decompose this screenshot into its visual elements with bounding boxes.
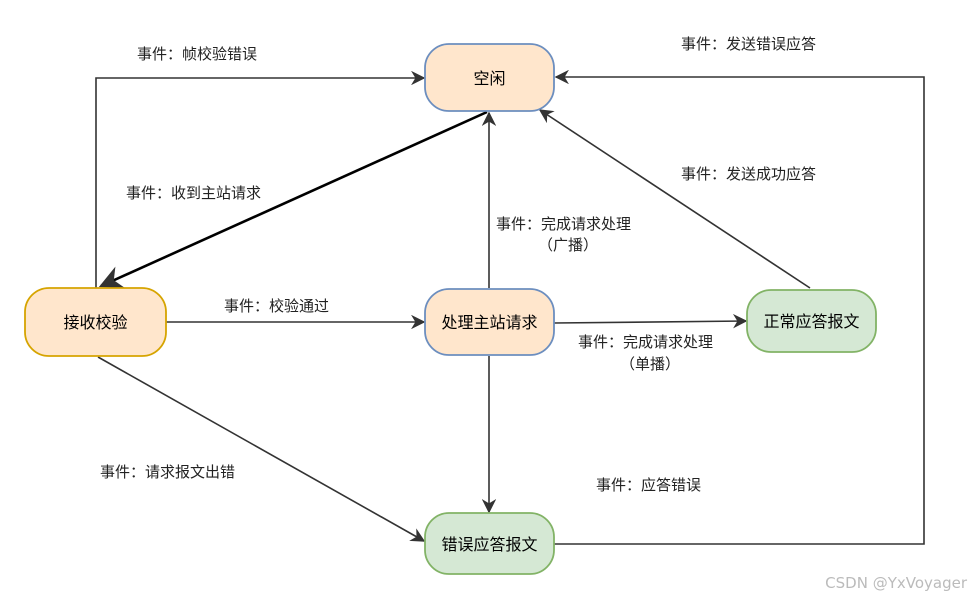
node-error-response-label: 错误应答报文 bbox=[441, 535, 537, 554]
label-complete-unicast-line1: 事件：完成请求处理 bbox=[578, 333, 713, 351]
node-idle: 空闲 bbox=[424, 43, 555, 112]
label-receive-master-request: 事件：收到主站请求 bbox=[126, 184, 261, 202]
label-complete-unicast-line2: （单播） bbox=[620, 355, 680, 373]
node-receive-check-label: 接收校验 bbox=[63, 313, 127, 332]
node-receive-check: 接收校验 bbox=[24, 287, 167, 357]
watermark: CSDN @YxVoyager bbox=[825, 574, 968, 592]
node-process-request-label: 处理主站请求 bbox=[441, 313, 537, 332]
node-normal-response-label: 正常应答报文 bbox=[763, 312, 859, 331]
label-check-passed: 事件：校验通过 bbox=[224, 297, 329, 315]
edge-receive-master-request bbox=[98, 110, 488, 289]
node-error-response: 错误应答报文 bbox=[424, 512, 555, 575]
label-send-success-response: 事件：发送成功应答 bbox=[681, 165, 816, 183]
label-frame-check-error: 事件：帧校验错误 bbox=[137, 45, 257, 63]
node-process-request: 处理主站请求 bbox=[424, 288, 555, 356]
label-response-error: 事件：应答错误 bbox=[596, 476, 701, 494]
label-complete-broadcast-line1: 事件：完成请求处理 bbox=[496, 215, 631, 233]
node-normal-response: 正常应答报文 bbox=[746, 289, 877, 353]
edge-send-error-response bbox=[554, 69, 925, 545]
label-send-error-response: 事件：发送错误应答 bbox=[681, 35, 816, 53]
edge-send-success-response bbox=[538, 109, 811, 289]
label-request-message-error: 事件：请求报文出错 bbox=[100, 463, 235, 481]
node-idle-label: 空闲 bbox=[473, 69, 505, 88]
edge-complete-unicast bbox=[553, 313, 748, 329]
edge-request-message-error bbox=[97, 356, 426, 542]
label-complete-broadcast-line2: （广播） bbox=[538, 236, 598, 254]
edge-frame-check-error bbox=[95, 70, 426, 288]
